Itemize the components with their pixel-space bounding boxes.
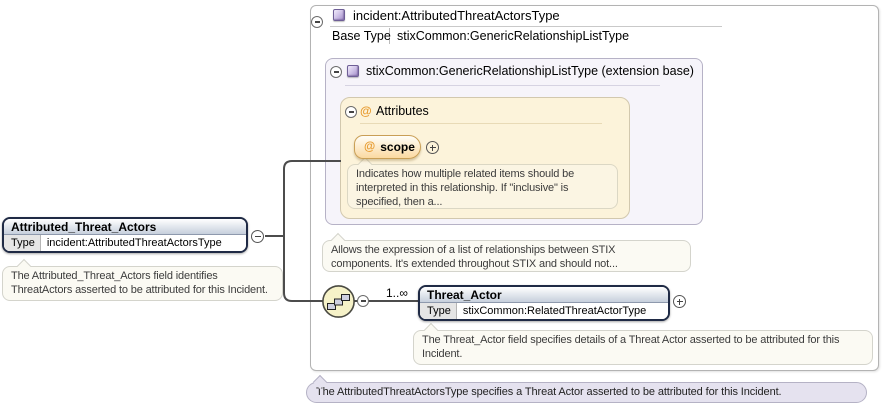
attributed-threat-actors-element[interactable]: Attributed_Threat_Actors Type incident:A… [2,217,248,253]
attribute-at-icon: @ [364,141,376,153]
element-name: Attributed_Threat_Actors [4,219,246,235]
doc-line: Allows the expression of a list of relat… [331,244,616,256]
doc-line: components. It's extended throughout STI… [331,258,618,270]
scope-attribute-name: scope [380,140,415,154]
doc-line: specified, then a... [356,196,443,208]
threat-actor-expand-button[interactable] [673,295,686,308]
attributes-title: Attributes [376,104,429,118]
complex-type-icon [347,65,359,77]
extension-header-divider [345,85,660,86]
scope-expand-button[interactable] [426,141,439,154]
element-type-row: Type incident:AttributedThreatActorsType [4,235,246,251]
doc-line: interpreted in this relationship. If "in… [356,182,569,194]
doc-line: ThreatActors asserted to be attributed f… [11,284,268,296]
extension-doc-tooltip: Allows the expression of a list of relat… [322,232,691,272]
footer-annotation: The AttributedThreatActorsType specifies… [306,374,867,403]
cardinality-label: 1..∞ [386,286,408,300]
sequence-icon[interactable] [321,284,356,319]
left-element-doc-tooltip: The Attributed_Threat_Actors field ident… [2,258,283,301]
attributes-collapse-toggle[interactable] [345,106,357,118]
base-type-cell-divider [389,28,390,44]
complex-type-icon [333,9,345,21]
scope-attribute[interactable]: @ scope [354,135,421,159]
attribute-at-icon: @ [360,104,372,118]
base-type-value: stixCommon:GenericRelationshipListType [397,29,630,43]
extension-collapse-toggle[interactable] [330,66,342,78]
base-type-label: Base Type [332,29,391,43]
element-name: Threat_Actor [420,287,668,303]
root-collapse-toggle[interactable] [311,16,323,28]
sequence-collapse-toggle[interactable] [357,295,369,307]
type-label: Type [420,303,457,319]
doc-line: The Threat_Actor field specifies details… [422,334,840,346]
threat-actor-doc-tooltip: The Threat_Actor field specifies details… [413,322,873,365]
scope-doc-tooltip: Indicates how multiple related items sho… [347,156,618,209]
threat-actor-element[interactable]: Threat_Actor Type stixCommon:RelatedThre… [418,285,670,321]
type-value: incident:AttributedThreatActorsType [46,237,222,249]
footer-annotation-text: The AttributedThreatActorsType specifies… [316,386,782,398]
root-header-divider [330,26,722,27]
doc-line: The Attributed_Threat_Actors field ident… [11,270,218,282]
type-value: stixCommon:RelatedThreatActorType [462,305,647,317]
attributes-header-divider [360,123,602,124]
root-type-title: incident:AttributedThreatActorsType [353,8,560,23]
extension-base-title: stixCommon:GenericRelationshipListType (… [366,64,694,78]
doc-line: Incident. [422,348,463,360]
type-label: Type [4,235,41,251]
doc-line: Indicates how multiple related items sho… [356,168,575,180]
left-element-collapse-toggle[interactable] [251,230,264,243]
element-type-row: Type stixCommon:RelatedThreatActorType [420,303,668,319]
